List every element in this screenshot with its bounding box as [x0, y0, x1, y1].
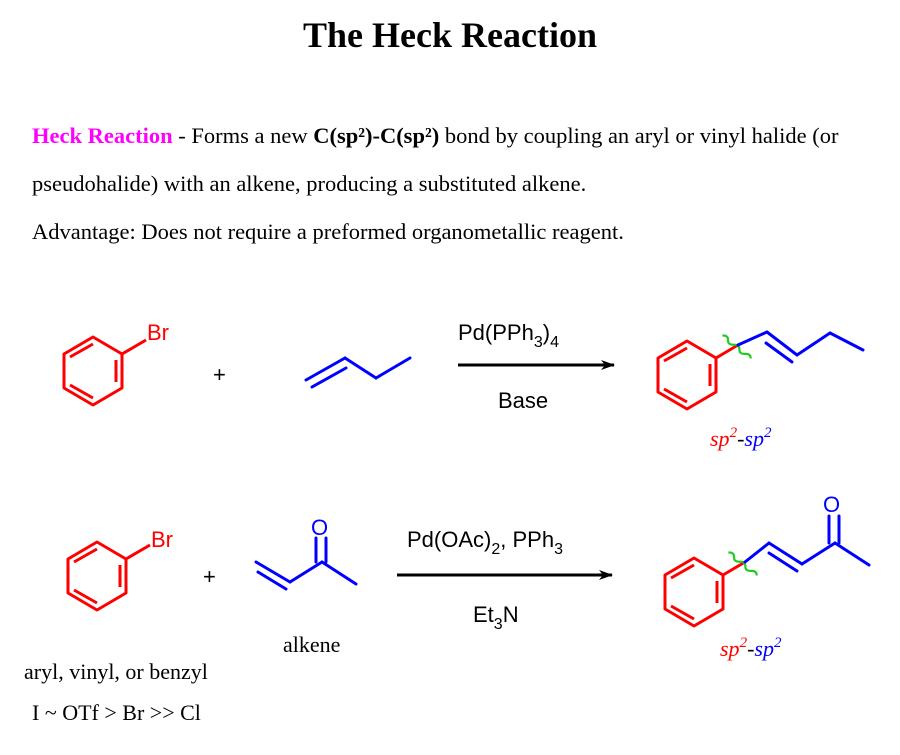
plus-sign-2: +: [203, 564, 216, 589]
oxygen-label-2: O: [823, 492, 840, 517]
base-label: Base: [498, 388, 548, 413]
intro-paragraph: Heck Reaction - Forms a new C(sp²)-C(sp²…: [32, 112, 892, 256]
butene-1: [304, 356, 412, 389]
sp2-sp2-label-1: sp2-sp2: [710, 425, 772, 451]
catalyst-2: Pd(OAc)2, PPh3: [407, 527, 563, 558]
bond-type: C(sp²)-C(sp²): [313, 123, 440, 148]
oxygen-label-1: O: [311, 515, 328, 540]
page-title: The Heck Reaction: [303, 15, 597, 55]
catalyst-1: Pd(PPh3)4: [458, 320, 559, 351]
intro-sep: - Forms a new: [172, 123, 314, 148]
sp2-sp2-label-2: sp2-sp2: [720, 635, 782, 661]
advantage-text: Advantage: Does not require a preformed …: [32, 219, 624, 244]
product-alkene-1: [736, 330, 865, 364]
bromobenzene-2: [66, 540, 151, 612]
bromobenzene-1: [62, 335, 147, 407]
product-benzene-2: [663, 556, 746, 628]
heck-keyword: Heck Reaction: [32, 123, 173, 148]
triethylamine-label: Et3N: [473, 602, 519, 633]
product-enone: [743, 514, 871, 573]
halide-types-note: aryl, vinyl, or benzyl: [24, 659, 208, 684]
product-benzene-1: [656, 339, 739, 411]
bromine-label-1: Br: [147, 320, 169, 345]
alkene-label: alkene: [283, 632, 340, 657]
plus-sign-1: +: [213, 362, 226, 387]
intro-rest: bond by coupling an aryl or vinyl halide…: [32, 123, 839, 196]
reactivity-order-note: I ~ OTf > Br >> Cl: [32, 700, 201, 725]
bromine-label-2: Br: [151, 527, 173, 552]
methyl-vinyl-ketone: [254, 536, 358, 591]
